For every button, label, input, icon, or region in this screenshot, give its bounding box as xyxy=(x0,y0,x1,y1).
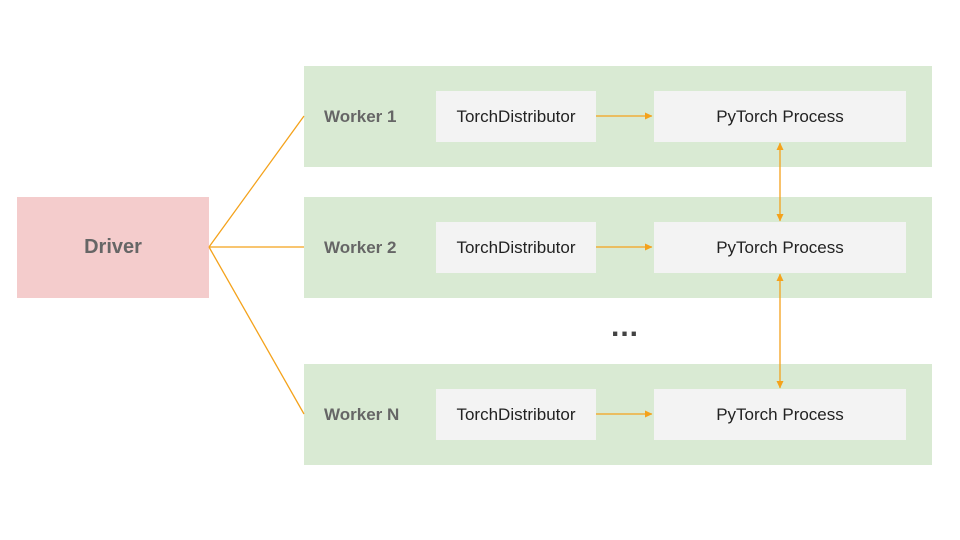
torch-distributor-box-1: TorchDistributor xyxy=(436,91,596,142)
driver-label: Driver xyxy=(84,236,142,258)
driver-worker-n-line xyxy=(208,246,305,415)
torch-distributor-label-1: TorchDistributor xyxy=(456,106,576,126)
pytorch-process-label-2: PyTorch Process xyxy=(716,237,844,257)
worker-node-1: Worker 1 TorchDistributor PyTorch Proces… xyxy=(304,66,932,167)
worker-node-2: Worker 2 TorchDistributor PyTorch Proces… xyxy=(304,197,932,298)
worker-label-2: Worker 2 xyxy=(324,238,397,257)
torch-distributor-box-n: TorchDistributor xyxy=(436,389,596,440)
worker-label-1: Worker 1 xyxy=(324,107,397,126)
pytorch-process-label-n: PyTorch Process xyxy=(716,404,844,424)
worker-label-n: Worker N xyxy=(324,405,400,424)
torch-distributor-box-2: TorchDistributor xyxy=(436,222,596,273)
pytorch-process-box-2: PyTorch Process xyxy=(654,222,906,273)
driver-node: Driver xyxy=(17,197,209,298)
ellipsis-text: ... xyxy=(610,310,639,343)
torch-distributor-label-n: TorchDistributor xyxy=(456,404,576,424)
driver-worker-1-line xyxy=(208,115,305,248)
pytorch-process-box-n: PyTorch Process xyxy=(654,389,906,440)
torch-distributor-label-2: TorchDistributor xyxy=(456,237,576,257)
worker-node-n: Worker N TorchDistributor PyTorch Proces… xyxy=(304,364,932,465)
pytorch-process-label-1: PyTorch Process xyxy=(716,106,844,126)
pytorch-process-box-1: PyTorch Process xyxy=(654,91,906,142)
